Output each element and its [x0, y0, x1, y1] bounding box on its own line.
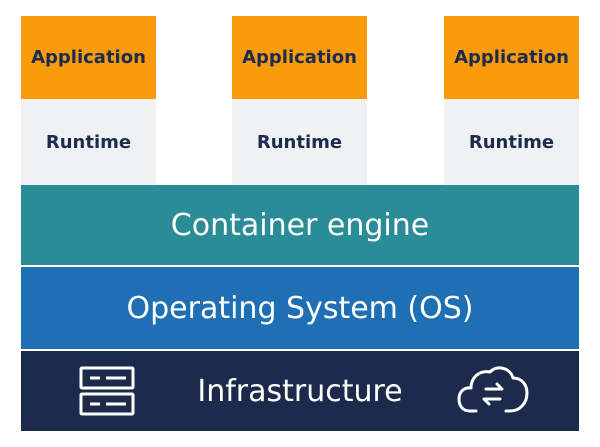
server-icon	[78, 365, 136, 425]
app-stack-1: Application Runtime	[21, 16, 156, 185]
runtime-box: Runtime	[21, 99, 156, 185]
application-box: Application	[21, 16, 156, 99]
application-box: Application	[232, 16, 367, 99]
runtime-box: Runtime	[232, 99, 367, 185]
operating-system-label: Operating System (OS)	[126, 290, 474, 326]
application-box: Application	[444, 16, 579, 99]
infrastructure-layer: Infrastructure	[21, 351, 579, 431]
app-stack-2: Application Runtime	[232, 16, 367, 185]
container-engine-label: Container engine	[170, 207, 430, 243]
runtime-box: Runtime	[444, 99, 579, 185]
app-stack-3: Application Runtime	[444, 16, 579, 185]
infrastructure-label: Infrastructure	[197, 373, 403, 409]
container-engine-layer: Container engine	[21, 185, 579, 265]
operating-system-layer: Operating System (OS)	[21, 267, 579, 349]
cloud-sync-icon	[456, 363, 530, 429]
